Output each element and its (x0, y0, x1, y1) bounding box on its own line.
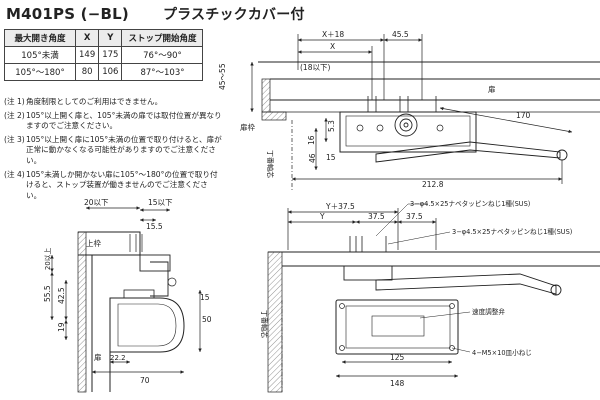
dim-18-max: (18以下) (300, 63, 330, 72)
col-x: X (74, 29, 100, 47)
cell-angle: 105°〜180° (4, 63, 76, 81)
label-jamb: 扉枠 (240, 122, 255, 132)
dim-19: 19 (57, 322, 66, 332)
note-label: (注 1) (4, 97, 25, 106)
col-max-angle: 最大開き角度 (4, 29, 76, 47)
table-row: 105°未満 149 175 76°〜90° (4, 46, 204, 64)
col-stop-angle: ストップ開始角度 (121, 29, 204, 47)
dim-20-min: 20以上 (43, 248, 52, 270)
dim-42-5: 42.5 (57, 287, 66, 304)
label-top-frame: 上枠 (86, 238, 101, 248)
dim-5-3: 5.3 (327, 120, 336, 132)
cell-stop: 76°〜90° (121, 46, 204, 64)
notes-list: (注 1) 角度制限としてのご利用はできません。 (注 2) 105°以上開く扉… (4, 97, 222, 204)
dim-70: 70 (140, 376, 150, 385)
label-door: 扉 (488, 84, 496, 94)
dim-15: 15 (326, 153, 336, 162)
note-text: 105°以上開く扉と、105°未満の扉では取付位置が異なりますのでご注意ください… (26, 110, 222, 131)
top-view-drawing (250, 34, 600, 190)
note-item: (注 1) 角度制限としてのご利用はできません。 (4, 97, 222, 108)
table-row: 105°〜180° 80 106 87°〜103° (4, 63, 204, 81)
dim-37-5-a: 37.5 (368, 212, 385, 221)
cell-x: 80 (74, 63, 100, 81)
spec-table-header: 最大開き角度 X Y ストップ開始角度 (4, 29, 204, 47)
note-text: 角度制限としてのご利用はできません。 (26, 97, 163, 106)
note-label: (注 4) (4, 169, 25, 179)
dim-45-5: 45.5 (392, 30, 409, 39)
note-label: (注 3) (4, 134, 25, 144)
dim-50: 50 (202, 315, 212, 324)
label-screw-m5: 4−M5×10皿小ねじ (472, 348, 532, 357)
dim-37-5-b: 37.5 (406, 212, 423, 221)
dim-45-55: 45〜55 (218, 63, 227, 90)
note-label: (注 2) (4, 110, 25, 120)
label-hinge-axis-front: 丁番軸芯 (260, 310, 269, 338)
dim-x: X (330, 42, 335, 51)
top-view-labels: X＋18 45.5 X (18以下) 45〜55 扉 扉枠 170 5.3 16… (218, 30, 531, 189)
cell-stop: 87°〜103° (121, 63, 204, 81)
screw-note-a: 3−φ4.5×25ナベタッピンねじ1種(SUS) (410, 199, 530, 208)
dim-y: Y (319, 212, 325, 221)
dim-15-5: 15.5 (146, 222, 163, 231)
dim-15: 15 (200, 293, 210, 302)
dim-20-max: 20以下 (84, 198, 109, 207)
dim-46: 46 (308, 153, 317, 163)
front-view-drawing (267, 203, 600, 393)
dim-22-2: 22.2 (110, 354, 126, 362)
note-text: 105°未満しか開かない扉に105°〜180°の位置で取り付けると、ストップ装置… (26, 169, 218, 200)
model-subtitle: プラスチックカバー付 (162, 7, 305, 23)
note-item: (注 3) 105°以上開く扉に105°未満の位置で取り付けると、扉が正常に動か… (4, 135, 222, 167)
cell-y: 106 (98, 63, 123, 81)
dim-y-plus-37-5: Y＋37.5 (325, 202, 355, 211)
spec-table: 最大開き角度 X Y ストップ開始角度 105°未満 149 175 76°〜9… (4, 29, 204, 81)
dim-148: 148 (390, 379, 405, 388)
note-text: 105°以上開く扉に105°未満の位置で取り付けると、扉が正常に動かなくなる可能… (26, 134, 222, 165)
dim-170: 170 (516, 111, 531, 120)
dim-212-8: 212.8 (422, 180, 444, 189)
label-speed-valve: 速度調整弁 (472, 307, 505, 316)
note-item: (注 4) 105°未満しか開かない扉に105°〜180°の位置で取り付けると、… (4, 170, 222, 202)
side-view-labels: 20以下 15以下 上枠 15.5 20以上 55.5 42.5 19 50 7… (43, 198, 212, 385)
label-hinge-axis: 丁番軸芯 (266, 150, 275, 178)
label-door: 扉 (94, 352, 102, 362)
page-title: M401PS (−BL) プラスチックカバー付 (6, 4, 305, 24)
note-item: (注 2) 105°以上開く扉と、105°未満の扉では取付位置が異なりますのでご… (4, 111, 222, 132)
screw-note-b: 3−φ4.5×25ナベタッピンねじ1種(SUS) (452, 227, 572, 236)
model-name: M401PS (−BL) (6, 5, 129, 23)
dim-55-5: 55.5 (43, 285, 52, 302)
side-view-drawing (50, 206, 202, 393)
front-view-labels: Y＋37.5 Y 37.5 37.5 3−φ4.5×25ナベタッピンねじ1種(S… (260, 199, 572, 388)
dim-x-plus-18: X＋18 (322, 30, 344, 39)
dim-15-max: 15以下 (148, 198, 173, 207)
col-y: Y (98, 29, 123, 47)
dim-125: 125 (390, 353, 405, 362)
dim-16: 16 (307, 135, 316, 145)
